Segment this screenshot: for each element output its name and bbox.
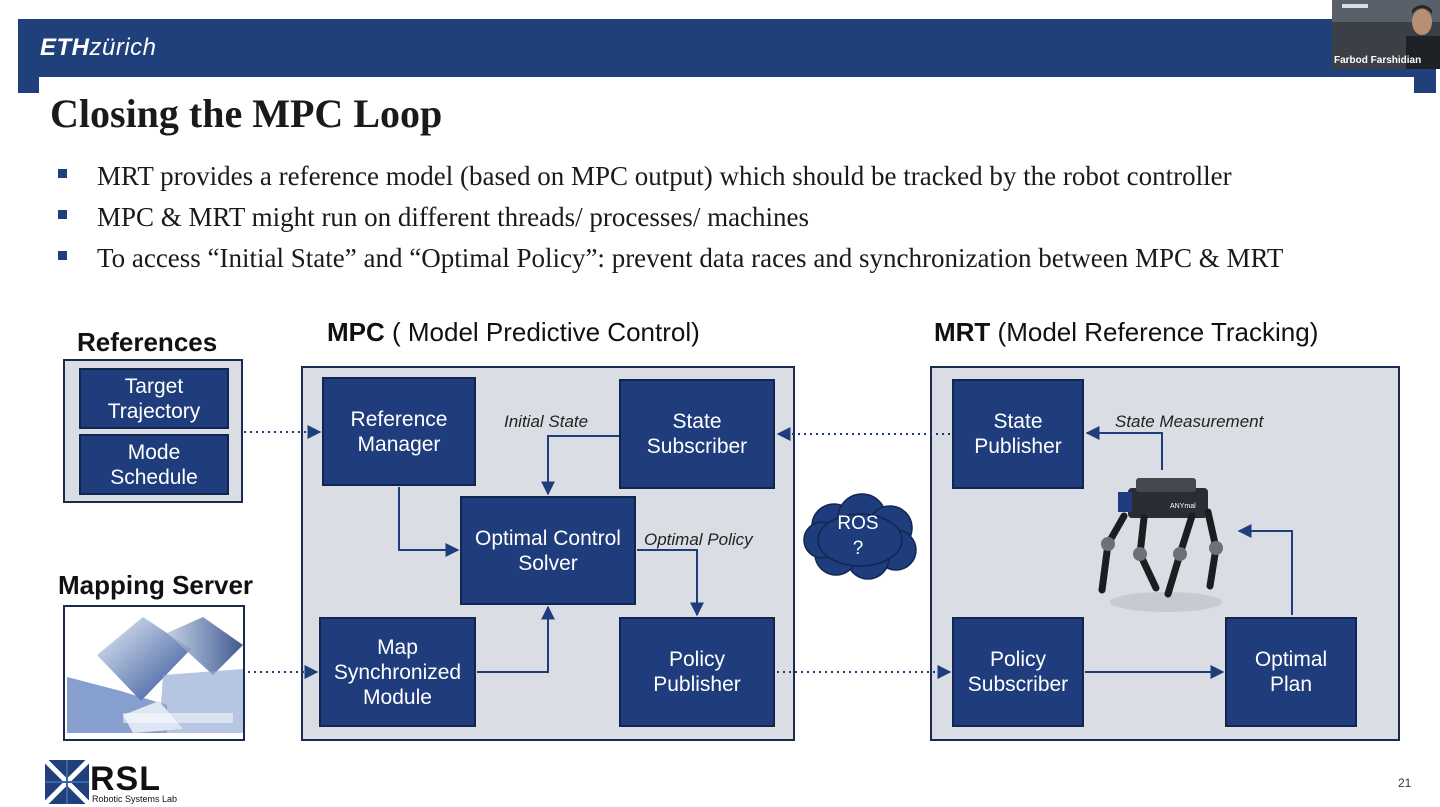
ros-cloud-icon [803,493,917,580]
references-heading: References [77,327,218,357]
slide-title: Closing the MPC Loop [50,91,443,136]
bullet-square-icon [58,169,67,178]
mrt-heading-full: (Model Reference Tracking) [990,317,1319,347]
bullet-text: To access “Initial State” and “Optimal P… [97,243,1284,273]
state-subscriber-block: State Subscriber [619,379,775,489]
map-to-solver-link [477,605,555,673]
participant-video-frame [1332,0,1440,69]
mode-schedule-block: Mode Schedule [79,434,229,495]
state-to-solver-link [541,435,619,496]
manager-to-solver-link [398,487,460,557]
rsl-logo-icon [45,760,89,804]
webcam-thumbnail[interactable]: Farbod Farshidian [1332,0,1440,69]
eth-logo-italic: zürich [89,34,157,61]
solver-to-policy-publisher-link [637,549,704,617]
policy-subscriber-block: Policy Subscriber [952,617,1084,727]
eth-logo-bold: ETH [40,34,90,61]
mrt-heading: MRT (Model Reference Tracking) [934,317,1318,348]
header-bar-edge [18,19,39,93]
state-publisher-block: State Publisher [952,379,1084,489]
bullet-text: MPC & MRT might run on different threads… [97,202,810,232]
optimal-plan-block: Optimal Plan [1225,617,1357,727]
bullet-square-icon [58,210,67,219]
rsl-lab-name: Robotic Systems Lab [92,794,178,804]
plan-to-robot-link [1237,524,1293,615]
mapping-server-heading: Mapping Server [58,570,254,600]
ros-cloud-text: ROS ? [837,513,879,559]
optimal-control-solver-block: Optimal Control Solver [460,496,636,605]
bullet-text: MRT provides a reference model (based on… [97,161,1232,191]
bullet-square-icon [58,251,67,260]
reference-manager-block: Reference Manager [322,377,476,486]
mrt-heading-abbr: MRT [934,317,991,347]
header-bar [18,19,1436,77]
policy-publisher-block: Policy Publisher [619,617,775,727]
optimal-policy-label: Optimal Policy [644,530,753,549]
state-measurement-label: State Measurement [1115,412,1264,431]
mpc-heading-abbr: MPC [327,317,385,347]
mpc-heading-full: ( Model Predictive Control) [384,317,700,347]
robot-brand-text: ANYmal [1170,503,1196,510]
mapping-point-cloud-image [63,605,245,741]
target-trajectory-block: Target Trajectory [79,368,229,429]
map-synchronized-module-block: Map Synchronized Module [319,617,476,727]
rsl-logo-text: RSL [90,760,161,798]
mpc-heading: MPC ( Model Predictive Control) [327,317,700,348]
anymal-robot-image: ANYmal [1098,478,1223,612]
initial-state-label: Initial State [504,412,589,431]
robot-to-state-publisher-link [1085,426,1163,470]
participant-name: Farbod Farshidian [1334,55,1422,66]
eth-logo: ETHzürich [40,33,157,63]
page-number: 21 [1398,776,1412,790]
